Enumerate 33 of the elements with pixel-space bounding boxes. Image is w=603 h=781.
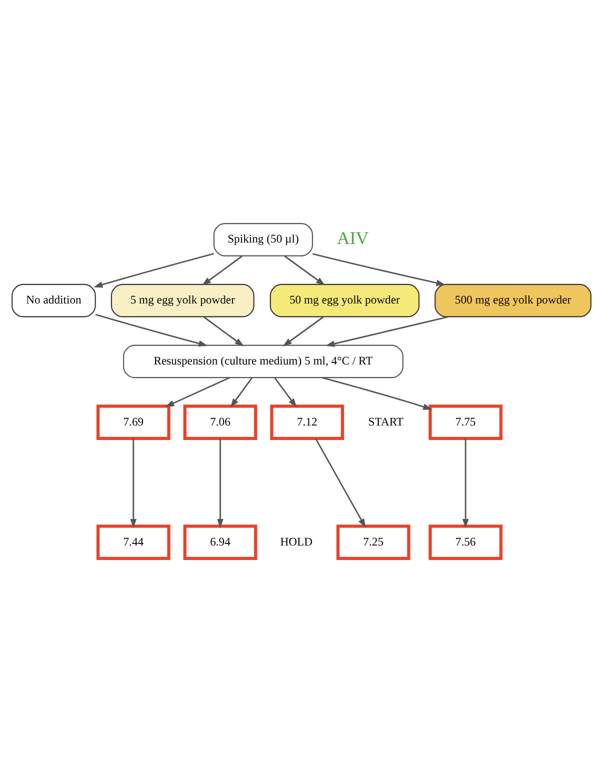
arrow (165, 376, 230, 407)
arrow (274, 376, 297, 408)
arrow (130, 438, 137, 528)
node-box: 7.06 (183, 404, 258, 440)
node-box: 7.56 (428, 524, 502, 560)
node-box: 500 mg egg yolk powder (434, 283, 592, 317)
node-box: Spiking (50 µl) (213, 222, 313, 256)
arrow (203, 316, 244, 346)
arrow (284, 255, 326, 286)
node-box: 7.12 (270, 404, 344, 440)
arrow (462, 438, 469, 528)
label: HOLD (280, 534, 312, 548)
node-box: 6.94 (183, 524, 258, 560)
arrow (326, 316, 449, 346)
node-box: 7.25 (336, 524, 410, 560)
node-box: 5 mg egg yolk powder (110, 283, 254, 317)
arrow (230, 376, 253, 408)
node-box: No addition (12, 283, 96, 317)
label: START (368, 414, 404, 428)
arrow (322, 376, 432, 410)
arrow (217, 438, 224, 528)
arrow (315, 438, 366, 528)
arrow (202, 255, 242, 286)
node-box: Resuspension (culture medium) 5 ml, 4°C / RT (123, 344, 404, 378)
node-box: 7.69 (96, 404, 170, 440)
node-box: 7.44 (96, 524, 170, 560)
arrow (282, 316, 324, 346)
node-label: AIV (336, 228, 369, 248)
arrow (95, 313, 208, 346)
arrow (94, 252, 214, 288)
node-box: 7.75 (428, 404, 502, 440)
node-box: 50 mg egg yolk powder (270, 283, 420, 317)
arrow (312, 252, 446, 286)
